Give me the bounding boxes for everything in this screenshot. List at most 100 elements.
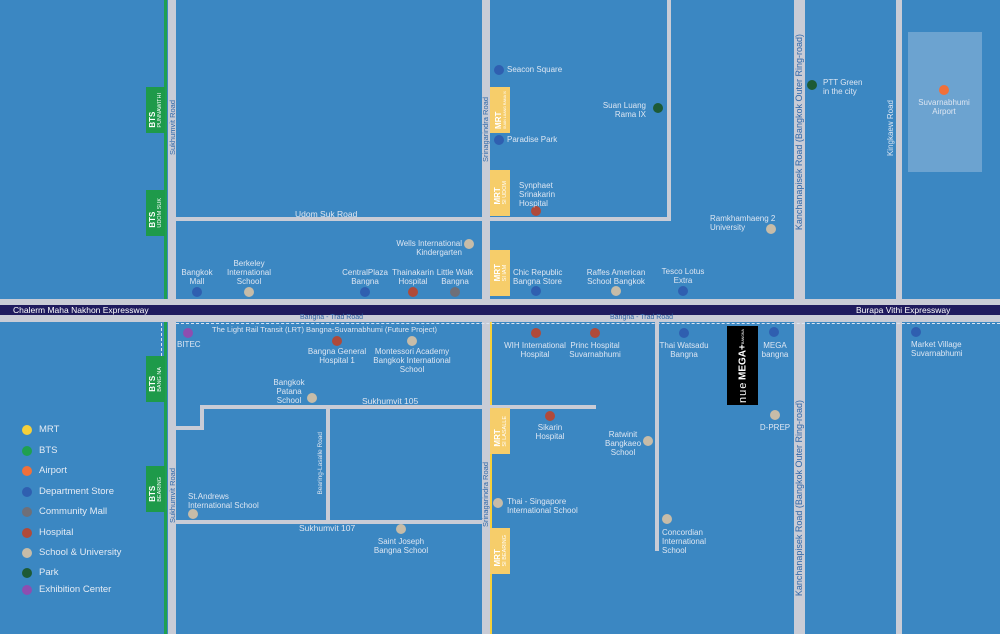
station-name: SUAN LUANG RAMA IX <box>502 91 507 129</box>
poi-label: D-PREP <box>759 423 791 432</box>
poi-label: Tesco Lotus Extra <box>661 267 705 285</box>
sukhumvit-105-road <box>200 405 596 409</box>
expressway-label: Burapa Vithi Expressway <box>856 305 951 315</box>
station-line: BTS <box>148 211 157 228</box>
hospital-marker-icon[interactable] <box>545 411 555 421</box>
poi-label: Bangkok Mall <box>181 268 213 286</box>
poi-label: Thainakarin Hospital <box>392 268 434 286</box>
road-label: Sukhumvit 107 <box>299 523 356 533</box>
project-logo[interactable]: nue MEGA+ BANGNA <box>727 326 758 405</box>
lrt-label: The Light Rail Transit (LRT) Bangna-Suva… <box>212 325 437 334</box>
community-mall-marker-icon[interactable] <box>450 287 460 297</box>
poi-label: Wells International Kindergarten <box>396 239 462 257</box>
hospital-marker-icon[interactable] <box>332 336 342 346</box>
hospital-dot-icon <box>22 528 32 538</box>
legend-label: Exhibition Center <box>39 584 112 595</box>
school-marker-icon[interactable] <box>770 410 780 420</box>
school-marker-icon[interactable] <box>396 524 406 534</box>
legend-label: MRT <box>39 424 60 435</box>
legend-label: School & University <box>39 547 122 558</box>
poi-label: MEGA bangna <box>761 341 789 359</box>
poi-label: Princ Hospital Suvarnabhumi <box>569 341 621 359</box>
school-marker-icon[interactable] <box>493 498 503 508</box>
park-dot-icon <box>22 568 32 578</box>
legend-label: Hospital <box>39 527 74 538</box>
road-label: Bangna - Trad Road <box>610 314 674 321</box>
poi-label: Seacon Square <box>507 65 563 74</box>
poi-label: Paradise Park <box>507 135 558 144</box>
airport-marker-icon[interactable] <box>939 85 949 95</box>
road-label: Srinagarindra Road <box>481 97 490 163</box>
department-store-dot-icon <box>22 487 32 497</box>
school-marker-icon[interactable] <box>244 287 254 297</box>
sukhumvit-107-road <box>176 520 482 524</box>
station-name: BANG NA <box>157 366 163 392</box>
road-label: Kanchanapisek Road (Bangkok Outer Ring-r… <box>794 400 804 597</box>
school-marker-icon[interactable] <box>611 286 621 296</box>
road-label: Sukhumvit Road <box>168 468 177 524</box>
poi-label: BITEC <box>177 340 201 349</box>
poi-label: WIH International Hospital <box>504 341 566 359</box>
park-marker-icon[interactable] <box>653 103 663 113</box>
school-marker-icon[interactable] <box>188 509 198 519</box>
legend-label: Park <box>39 567 59 578</box>
station-line: MRT <box>492 264 502 282</box>
hospital-marker-icon[interactable] <box>590 328 600 338</box>
poi-label: Concordian International School <box>662 528 707 555</box>
department-store-marker-icon[interactable] <box>494 65 504 75</box>
station-name: SI UDOM <box>501 181 508 205</box>
school-marker-icon[interactable] <box>643 436 653 446</box>
bearing-lasalle-road <box>326 405 330 523</box>
hospital-marker-icon[interactable] <box>531 328 541 338</box>
project-name: MEGA+ <box>737 343 748 380</box>
department-store-marker-icon[interactable] <box>678 286 688 296</box>
poi-label: Sikarin Hospital <box>535 423 565 441</box>
poi-label: Raffes American School Bangkok <box>586 268 646 286</box>
department-store-marker-icon[interactable] <box>494 135 504 145</box>
legend-label: Airport <box>39 465 67 476</box>
udomsuk-road <box>176 217 671 221</box>
school-marker-icon[interactable] <box>307 393 317 403</box>
school-marker-icon[interactable] <box>407 336 417 346</box>
department-store-marker-icon[interactable] <box>679 328 689 338</box>
school-marker-icon[interactable] <box>464 239 474 249</box>
poi-label: Suvarnabhumi Airport <box>918 98 970 116</box>
park-marker-icon[interactable] <box>807 80 817 90</box>
expressway-label: Chalerm Maha Nakhon Expressway <box>13 305 149 315</box>
airport-dot-icon <box>22 466 32 476</box>
station-name: BEARING <box>157 476 163 502</box>
poi-label: Berkeley International School <box>226 259 272 286</box>
station-line: MRT <box>492 549 502 567</box>
legend-label: Community Mall <box>39 506 108 517</box>
poi-label: Ramkhamhaeng 2 University <box>710 214 776 232</box>
lrt-line-west <box>161 323 162 356</box>
station-line: BTS <box>148 375 157 392</box>
exhibition-marker-icon[interactable] <box>183 328 193 338</box>
road-label: Srinagarindra Road <box>481 462 490 528</box>
school-marker-icon[interactable] <box>766 224 776 234</box>
department-store-marker-icon[interactable] <box>531 286 541 296</box>
airport-zone <box>908 32 982 172</box>
community-mall-dot-icon <box>22 507 32 517</box>
department-store-marker-icon[interactable] <box>911 327 921 337</box>
road-label: Sukhumvit Road <box>168 100 177 156</box>
department-store-marker-icon[interactable] <box>360 287 370 297</box>
station-line: BTS <box>148 485 157 502</box>
hospital-marker-icon[interactable] <box>408 287 418 297</box>
road-label: Sukhumvit 105 <box>362 396 419 406</box>
department-store-marker-icon[interactable] <box>192 287 202 297</box>
hospital-marker-icon[interactable] <box>531 206 541 216</box>
department-store-marker-icon[interactable] <box>769 327 779 337</box>
station-name: SI IAM <box>501 265 508 282</box>
udomsuk-east-road <box>667 0 671 221</box>
school-marker-icon[interactable] <box>662 514 672 524</box>
